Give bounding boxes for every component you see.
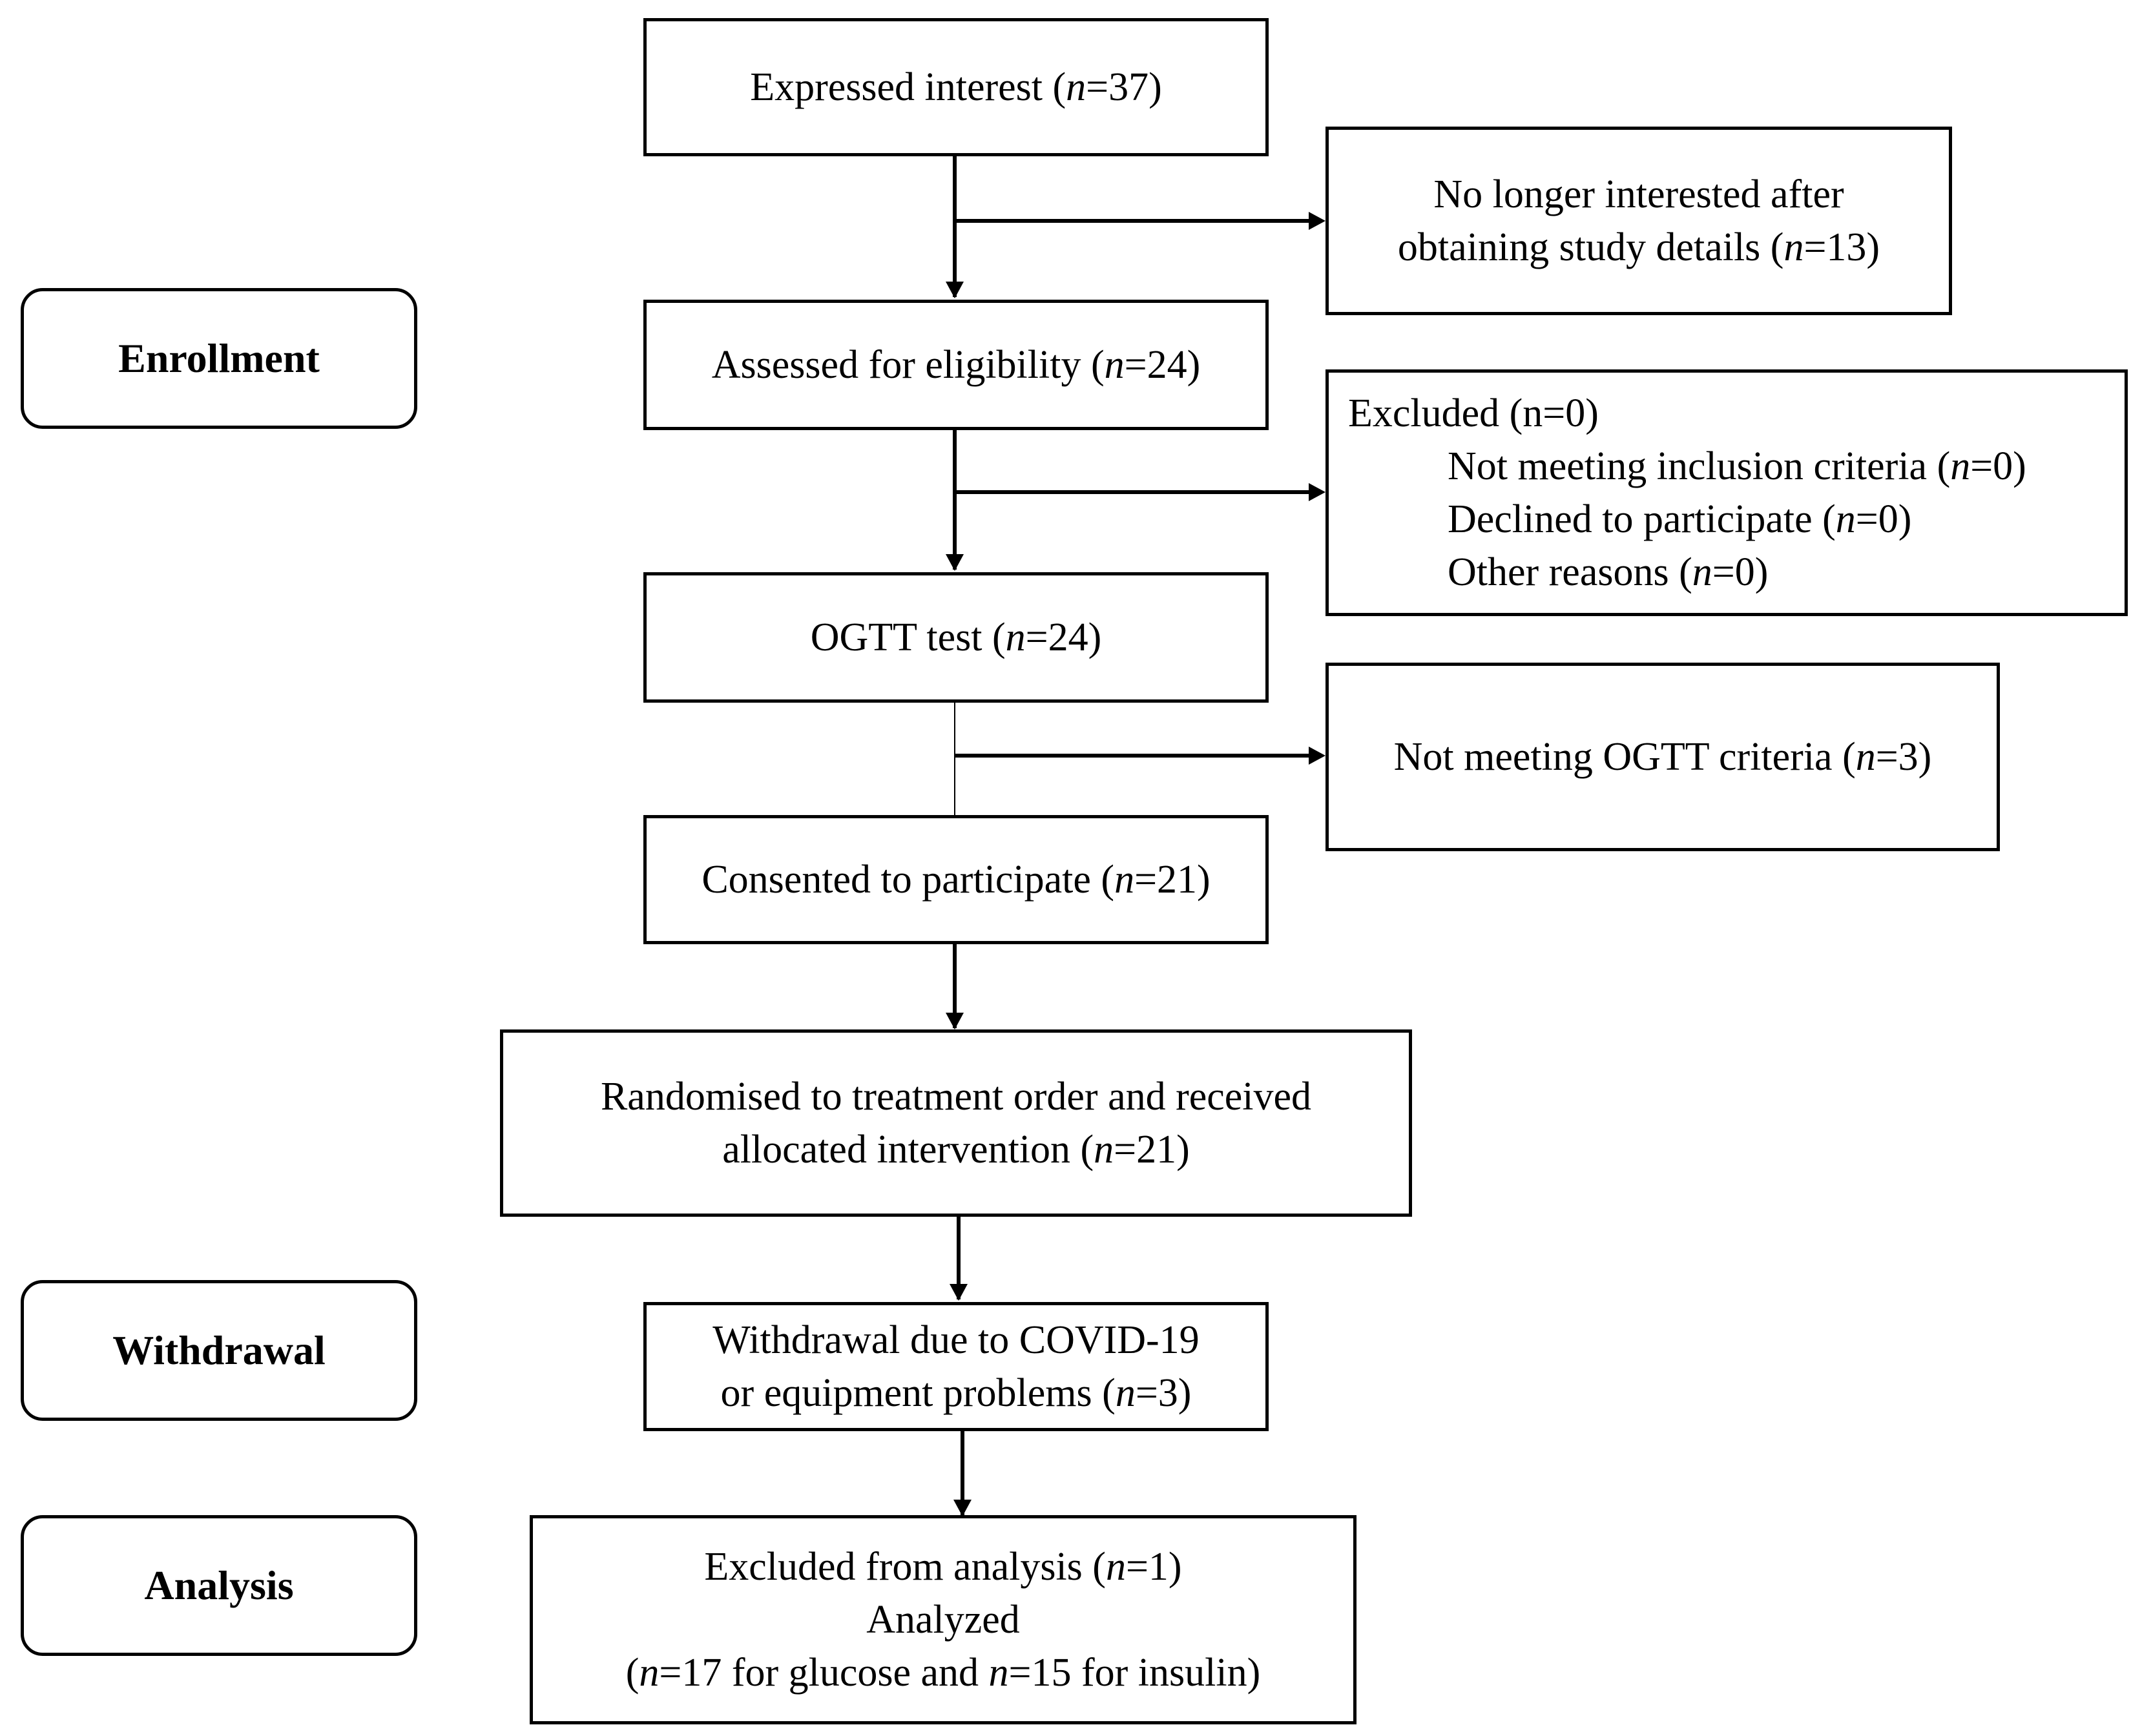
arrowhead-not-meeting-ogtt (1309, 747, 1325, 765)
box-no-longer-interested: No longer interested after obtaining stu… (1325, 127, 1952, 315)
stage-withdrawal: Withdrawal (21, 1280, 417, 1421)
arrowhead-analysis (953, 1500, 972, 1516)
box-analysis: Excluded from analysis (n=1) Analyzed (n… (530, 1515, 1357, 1724)
box-not-meeting-ogtt: Not meeting OGTT criteria (n=3) (1325, 663, 2000, 851)
no-longer-interested-line2: obtaining study details (n=13) (1397, 225, 1880, 269)
randomised-line1: Randomised to treatment order and receiv… (600, 1075, 1312, 1119)
stage-withdrawal-label: Withdrawal (112, 1327, 326, 1373)
arrowhead-assessed (946, 282, 964, 298)
stage-analysis-label: Analysis (144, 1562, 294, 1608)
not-meeting-ogtt-text: Not meeting OGTT criteria (n=3) (1393, 735, 1932, 779)
consented-text: Consented to participate (n=21) (702, 858, 1211, 902)
analysis-line3: (n=17 for glucose and n=15 for insulin) (625, 1651, 1261, 1695)
stage-enrollment: Enrollment (21, 288, 417, 429)
ogtt-text: OGTT test (n=24) (810, 615, 1102, 659)
excluded-item-declined: Declined to participate (n=0) (1448, 497, 1912, 541)
no-longer-interested-line1: No longer interested after (1433, 172, 1844, 216)
stage-enrollment-label: Enrollment (118, 335, 320, 381)
assessed-text: Assessed for eligibility (n=24) (711, 343, 1201, 387)
excluded-title: Excluded (n=0) (1348, 391, 1599, 435)
excluded-item-inclusion: Not meeting inclusion criteria (n=0) (1448, 444, 2026, 488)
analysis-line1: Excluded from analysis (n=1) (704, 1545, 1182, 1589)
box-assessed-for-eligibility: Assessed for eligibility (n=24) (643, 300, 1269, 430)
box-consented: Consented to participate (n=21) (643, 815, 1269, 944)
randomised-line2: allocated intervention (n=21) (722, 1128, 1190, 1172)
expressed-interest-text: Expressed interest (n=37) (750, 65, 1162, 109)
withdrawal-line1: Withdrawal due to COVID-19 (712, 1318, 1200, 1362)
arrowhead-no-longer (1309, 212, 1325, 230)
arrowhead-excluded (1309, 483, 1325, 501)
box-excluded: Excluded (n=0) Not meeting inclusion cri… (1325, 369, 2128, 616)
analysis-line2: Analyzed (866, 1598, 1020, 1642)
excluded-item-other: Other reasons (n=0) (1448, 550, 1769, 594)
withdrawal-line2: or equipment problems (n=3) (720, 1371, 1192, 1415)
arrowhead-ogtt (946, 554, 964, 571)
arrowhead-randomised (946, 1013, 964, 1029)
stage-analysis: Analysis (21, 1515, 417, 1656)
box-withdrawal: Withdrawal due to COVID-19 or equipment … (643, 1302, 1269, 1431)
box-expressed-interest: Expressed interest (n=37) (643, 18, 1269, 156)
box-randomised: Randomised to treatment order and receiv… (500, 1029, 1412, 1217)
box-ogtt-test: OGTT test (n=24) (643, 572, 1269, 703)
arrowhead-withdrawal (950, 1284, 968, 1301)
